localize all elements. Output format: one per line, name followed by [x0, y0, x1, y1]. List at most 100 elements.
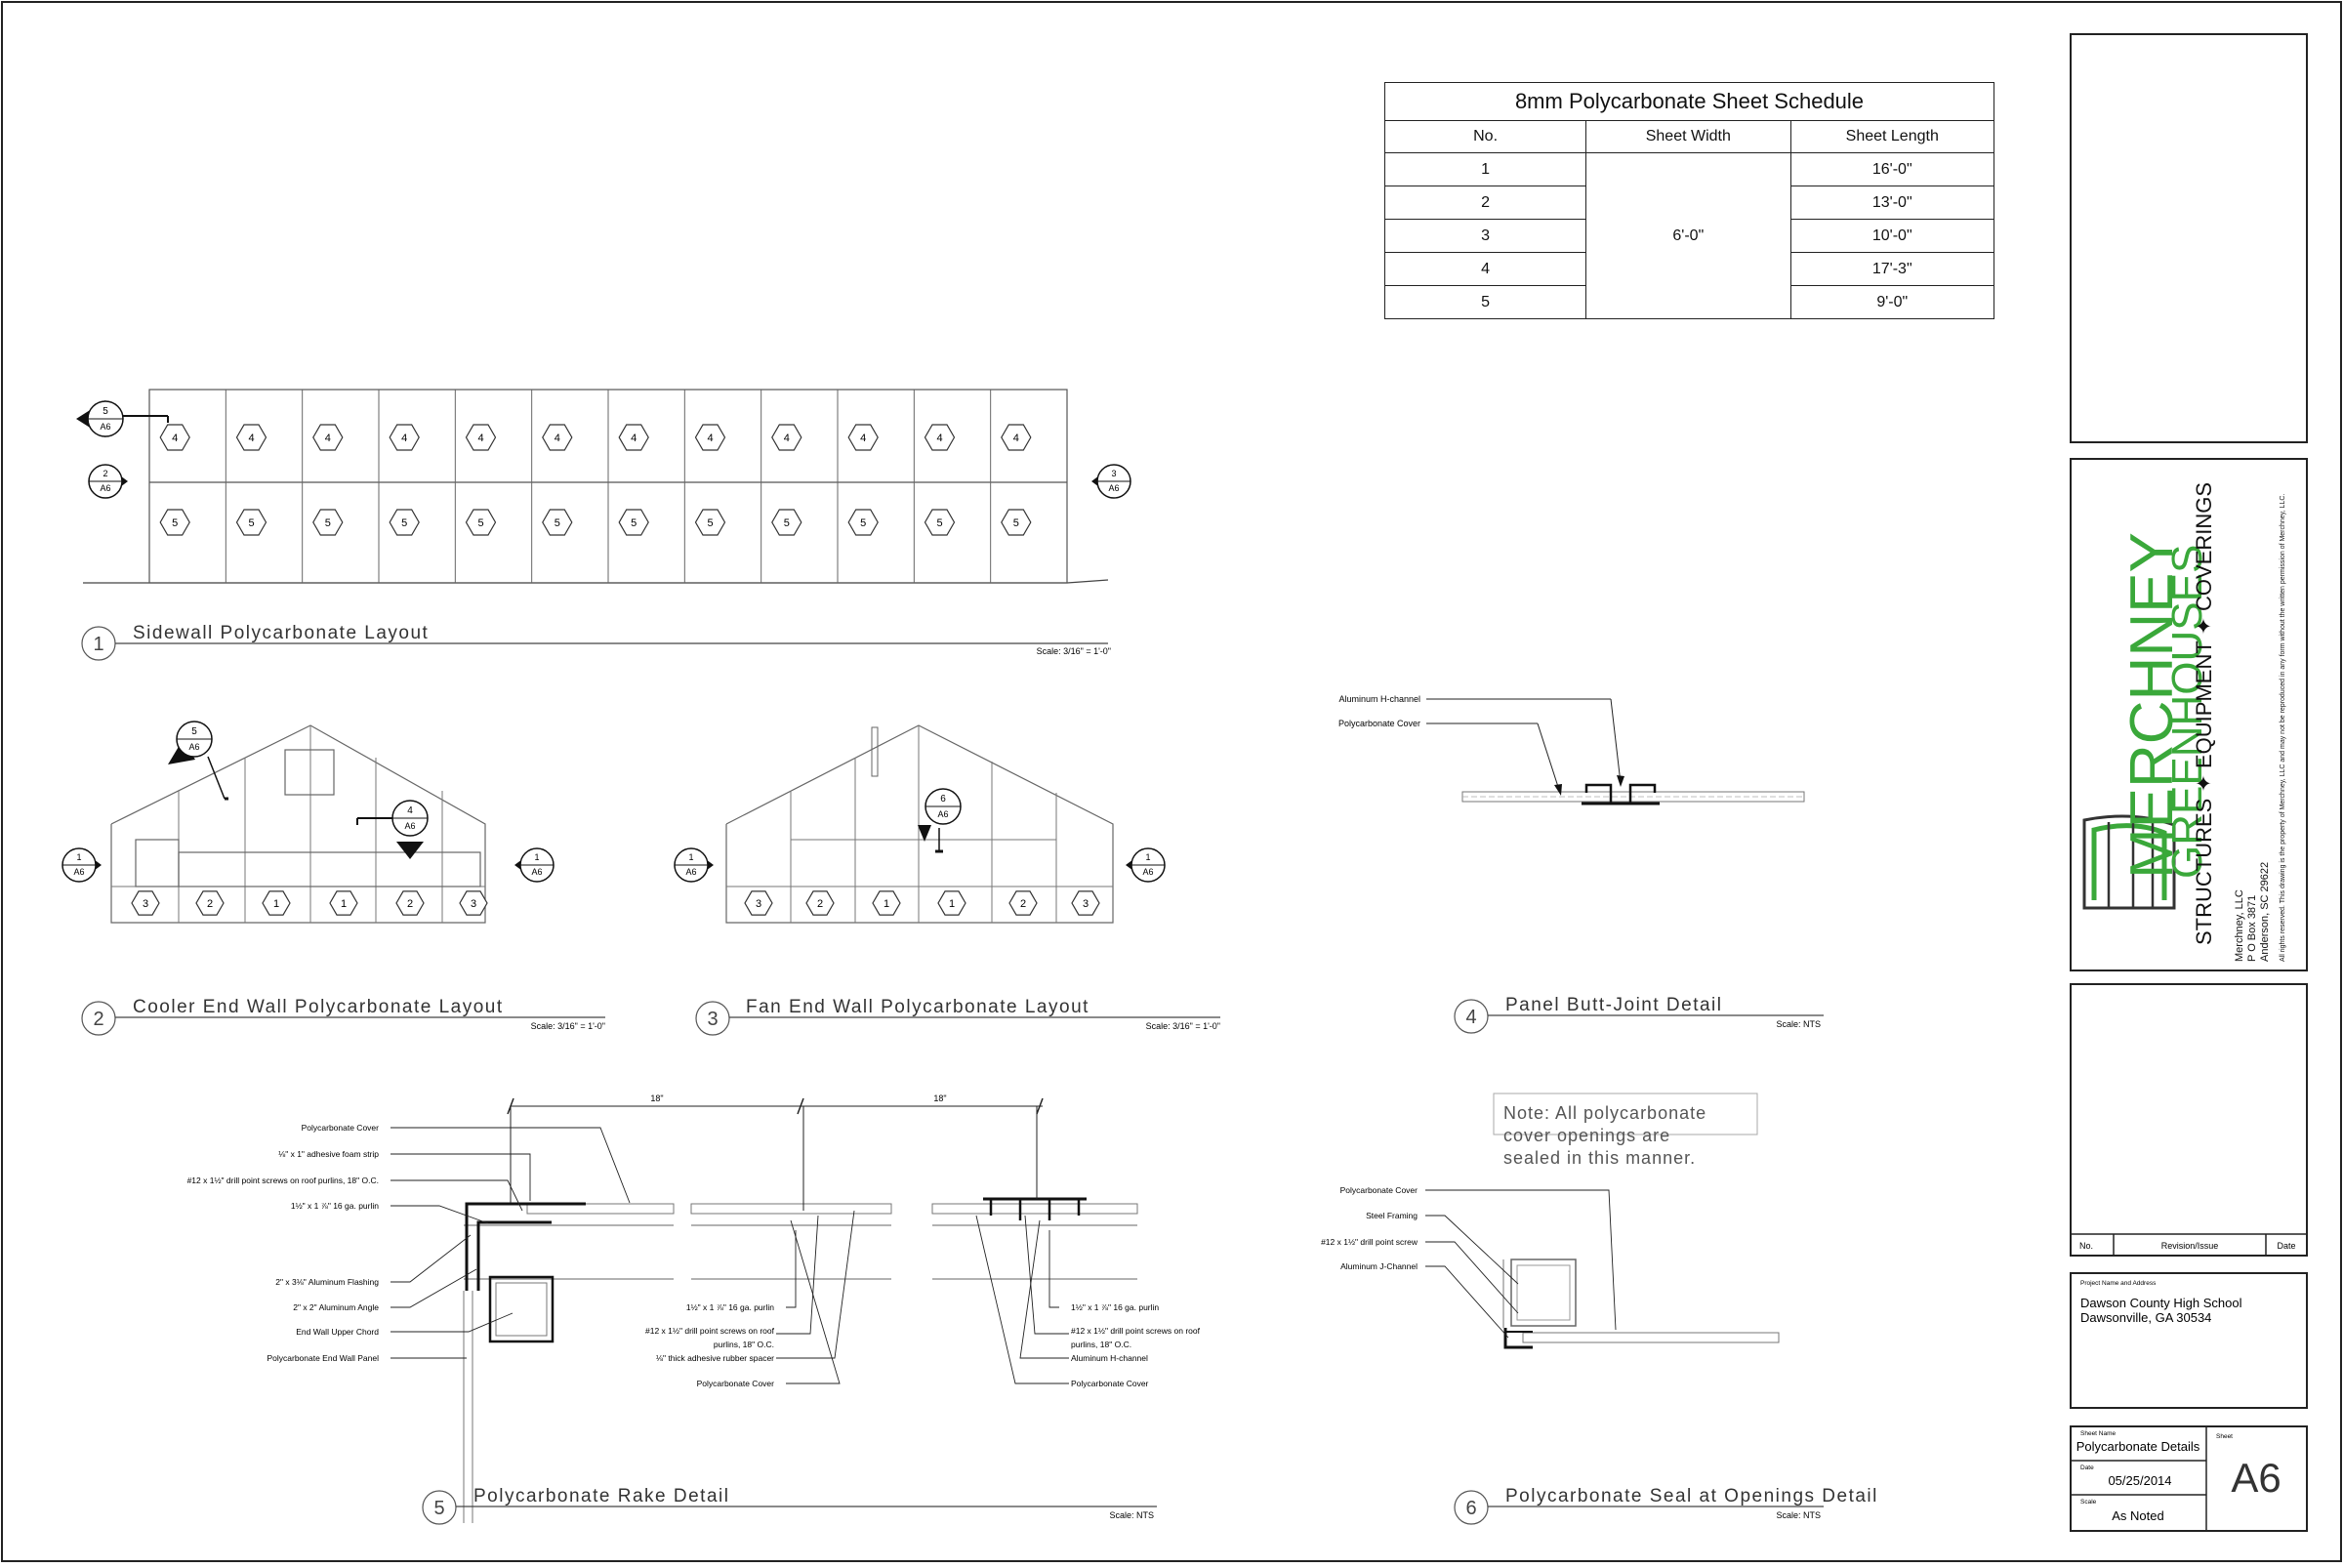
note-line: cover openings are	[1503, 1126, 1670, 1145]
section-callout-1-A6: 1 A6	[674, 847, 714, 883]
svg-text:5: 5	[555, 517, 560, 529]
svg-text:1: 1	[341, 898, 347, 910]
svg-text:A6: A6	[73, 867, 84, 877]
greenhouse-logo-icon	[2082, 814, 2176, 910]
panel-tag: 2	[395, 890, 425, 916]
svg-text:5: 5	[103, 406, 108, 417]
date-value: 05/25/2014	[2108, 1473, 2171, 1488]
svg-text:1: 1	[688, 852, 693, 862]
svg-text:Polycarbonate Seal at Openings: Polycarbonate Seal at Openings Detail	[1505, 1486, 1878, 1506]
panel-tag: 2	[195, 890, 225, 916]
svg-text:3: 3	[1083, 898, 1089, 910]
svg-text:STRUCTURES ✦ EQUIPMENT ✦ COVER: STRUCTURES ✦ EQUIPMENT ✦ COVERINGS	[2192, 482, 2216, 945]
sheet-name: Polycarbonate Details	[2076, 1439, 2200, 1454]
section-callout-1-A6: 1 A6	[62, 847, 102, 883]
panel-tag: 1	[872, 890, 901, 916]
sidewall-callouts: 5 A6 2 A6 3 A6	[76, 400, 1131, 499]
svg-text:1: 1	[273, 898, 279, 910]
panel-tag: 4	[312, 424, 344, 451]
svg-text:Scale: NTS: Scale: NTS	[1109, 1510, 1154, 1520]
svg-text:5: 5	[477, 517, 483, 529]
rev-date-header: Date	[2277, 1241, 2295, 1251]
title-block: No. Revision/Issue Date Project Name and…	[2070, 33, 2308, 1532]
label: 1½" x 1 ⅞" 16 ga. purlin	[1071, 1302, 1159, 1312]
svg-text:5: 5	[325, 517, 331, 529]
label: 2" x 2" Aluminum Angle	[293, 1302, 379, 1312]
svg-text:3: 3	[143, 898, 148, 910]
panel-tag: 1	[262, 890, 291, 916]
note-line: sealed in this manner.	[1503, 1148, 1696, 1168]
panel-tag: 4	[1001, 424, 1032, 451]
svg-text:3: 3	[1111, 469, 1116, 478]
svg-text:4: 4	[860, 433, 866, 444]
svg-text:A6: A6	[100, 483, 110, 493]
label: Polycarbonate Cover	[1340, 1185, 1418, 1195]
panel-tag: 4	[694, 424, 726, 451]
svg-text:2: 2	[93, 1009, 103, 1030]
polycarbonate-sheet-schedule: 8mm Polycarbonate Sheet Schedule No. She…	[1383, 82, 1994, 319]
panel-tag: 2	[1008, 890, 1038, 916]
svg-text:1: 1	[534, 852, 539, 862]
panel-tag: 5	[924, 509, 956, 536]
panel-tag: 5	[312, 509, 344, 536]
label: #12 x 1½" drill point screws on roof	[1071, 1326, 1201, 1336]
schedule-cell-no: 3	[1383, 219, 1587, 253]
panel-tag: 1	[329, 890, 358, 916]
schedule-title: 8mm Polycarbonate Sheet Schedule	[1384, 82, 1994, 121]
svg-text:1: 1	[949, 898, 955, 910]
label: purlins, 18" O.C.	[1071, 1340, 1131, 1349]
svg-text:4: 4	[555, 433, 560, 444]
panel-tag: 3	[459, 890, 488, 916]
schedule-cell-length: 10'-0"	[1789, 219, 1994, 253]
butt-joint-detail: Aluminum H-channel Polycarbonate Cover	[1338, 694, 1805, 805]
panel-tag: 3	[744, 890, 773, 916]
svg-text:18": 18"	[650, 1093, 663, 1103]
svg-text:Anderson, SC 29622: Anderson, SC 29622	[2259, 862, 2271, 962]
panel-tag: 5	[235, 509, 267, 536]
svg-text:Cooler End Wall Polycarbonate: Cooler End Wall Polycarbonate Layout	[133, 997, 504, 1017]
svg-text:3: 3	[707, 1009, 718, 1030]
schedule-cell-length: 9'-0"	[1789, 285, 1994, 319]
svg-text:5: 5	[401, 517, 407, 529]
svg-text:4: 4	[248, 433, 254, 444]
svg-text:3: 3	[756, 898, 761, 910]
detail-5-title: 5 Polycarbonate Rake Detail Scale: NTS	[422, 1486, 1157, 1525]
panel-tag: 4	[771, 424, 802, 451]
sheet-number: A6	[2231, 1455, 2281, 1501]
svg-text:Merchney, LLC: Merchney, LLC	[2234, 889, 2245, 962]
svg-text:GREENHOUSES: GREENHOUSES	[2163, 545, 2211, 879]
panel-tag: 4	[389, 424, 420, 451]
detail-2-title: 2 Cooler End Wall Polycarbonate Layout S…	[81, 997, 605, 1036]
svg-text:5: 5	[784, 517, 790, 529]
company-logo: MERCHNEY GREENHOUSES STRUCTURES ✦ EQUIPM…	[2082, 482, 2286, 962]
label: Polycarbonate End Wall Panel	[267, 1353, 379, 1363]
schedule-cell-no: 2	[1383, 186, 1587, 220]
panel-tag: 5	[389, 509, 420, 536]
label: 1½" x 1 ⅞" 16 ga. purlin	[686, 1302, 774, 1312]
svg-text:2: 2	[817, 898, 823, 910]
schedule-header-length: Sheet Length	[1789, 120, 1994, 153]
svg-text:4: 4	[936, 433, 942, 444]
svg-text:6: 6	[940, 794, 946, 805]
detail-6-title: 6 Polycarbonate Seal at Openings Detail …	[1454, 1486, 1878, 1525]
panel-tag: 3	[1071, 890, 1100, 916]
svg-text:4: 4	[1465, 1007, 1476, 1028]
section-callout-2-A6: 2 A6	[88, 464, 128, 499]
svg-text:A6: A6	[1108, 483, 1119, 493]
svg-text:18": 18"	[933, 1093, 946, 1103]
svg-text:A6: A6	[404, 821, 415, 831]
label-aluminum-h-channel: Aluminum H-channel	[1338, 694, 1420, 704]
date-label: Date	[2080, 1465, 2094, 1471]
rev-no-header: No.	[2079, 1241, 2093, 1251]
label: Aluminum J-Channel	[1340, 1261, 1418, 1271]
svg-text:2: 2	[103, 469, 107, 478]
section-callout-5-A6: 5 A6	[168, 721, 213, 764]
panel-tag: 4	[235, 424, 267, 451]
svg-text:Scale: 3/16" = 1'-0": Scale: 3/16" = 1'-0"	[1037, 646, 1111, 656]
section-callout-5-A6: 5 A6	[76, 400, 124, 437]
svg-text:Scale: 3/16" = 1'-0": Scale: 3/16" = 1'-0"	[1146, 1021, 1220, 1031]
